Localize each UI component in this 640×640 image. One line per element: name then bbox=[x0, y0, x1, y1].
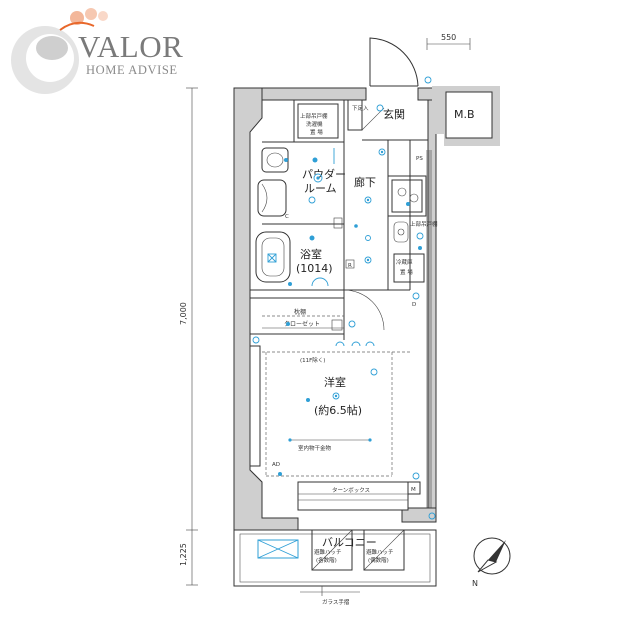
hatch1-label-2: (各数階) bbox=[316, 556, 337, 564]
dimension-left-balcony: 1,225 bbox=[179, 543, 188, 566]
closet-label-1: 枕棚 bbox=[294, 308, 306, 316]
bath-label-2: (1014) bbox=[296, 262, 333, 275]
powder-room-label-1: パウダー bbox=[302, 167, 346, 181]
partitions bbox=[249, 99, 428, 467]
north-arrow: N bbox=[472, 537, 511, 588]
drying-rack-label: 室内物干金物 bbox=[298, 444, 332, 452]
hallway-label: 廊下 bbox=[354, 175, 376, 189]
balcony: バルコニー 避難ハッチ (各数階) 避難ハッチ (偶数階) ガラス手摺 bbox=[233, 512, 437, 606]
north-label: N bbox=[472, 579, 478, 588]
hatch2-label-2: (偶数階) bbox=[368, 556, 389, 564]
western-room: (11F除く) 洋室 (約6.5帖) 室内物干金物 AD bbox=[262, 341, 420, 480]
balcony-label: バルコニー bbox=[322, 536, 377, 549]
powder-room-label-2: ルーム bbox=[304, 182, 337, 195]
dimension-top-label: 550 bbox=[441, 33, 456, 42]
entrance-area: 下足入 玄関 PS bbox=[347, 76, 432, 162]
dimension-left-main: 7,000 bbox=[179, 302, 188, 325]
glass-rail-label: ガラス手摺 bbox=[322, 598, 350, 606]
kitchen-area: 上部吊戸棚 冷蔵庫 置 場 D bbox=[391, 179, 438, 308]
turn-box-label: ターンボックス bbox=[332, 486, 370, 494]
pipe-space-label: PS bbox=[416, 156, 423, 162]
hatch2-label-1: 避難ハッチ bbox=[366, 548, 394, 556]
storage-label-3: 置 場 bbox=[400, 268, 413, 276]
washer-label-3: 置 場 bbox=[310, 128, 323, 136]
hallway: 廊下 R bbox=[331, 148, 386, 331]
dimension-left: 7,000 1,225 bbox=[179, 87, 198, 586]
meter-box: M.B bbox=[432, 86, 500, 146]
logo-text: VALOR bbox=[78, 29, 183, 64]
m-mark: M bbox=[411, 487, 416, 493]
western-room-label-1: 洋室 bbox=[324, 375, 346, 389]
closet: 枕棚 クローゼット bbox=[252, 308, 344, 344]
meter-box-label: M.B bbox=[454, 108, 475, 121]
c-mark: C bbox=[285, 214, 289, 220]
storage-label-2: 冷蔵庫 bbox=[396, 258, 413, 266]
western-room-label-2: (約6.5帖) bbox=[314, 403, 362, 417]
washer-area: 上部吊戸棚 洗濯機 置 場 bbox=[297, 103, 339, 139]
washer-label-1: 上部吊戸棚 bbox=[300, 112, 328, 120]
d-mark: D bbox=[412, 302, 416, 308]
ad-mark: AD bbox=[272, 462, 280, 468]
exterior-walls bbox=[233, 87, 437, 531]
powder-room: パウダー ルーム C bbox=[257, 147, 346, 220]
entrance-label: 玄関 bbox=[383, 107, 405, 121]
closet-label-2: クローゼット bbox=[284, 320, 320, 328]
shoe-box-label: 下足入 bbox=[352, 105, 369, 112]
bathroom: 浴室 (1014) bbox=[255, 231, 333, 287]
storage-label-1: 上部吊戸棚 bbox=[410, 220, 438, 228]
washer-label-2: 洗濯機 bbox=[306, 120, 323, 128]
dimension-top: 550 bbox=[426, 33, 471, 50]
entrance-door bbox=[369, 37, 419, 87]
r-mark: R bbox=[348, 263, 352, 269]
bath-label-1: 浴室 bbox=[300, 247, 322, 261]
window-sash: ターンボックス M bbox=[297, 481, 421, 511]
floor-note: (11F除く) bbox=[300, 356, 325, 364]
hatch1-label-1: 避難ハッチ bbox=[314, 548, 342, 556]
company-logo: VALOR HOME ADVISE bbox=[11, 8, 183, 94]
logo-subtitle: HOME ADVISE bbox=[86, 63, 178, 77]
logo-emblem bbox=[11, 8, 108, 94]
